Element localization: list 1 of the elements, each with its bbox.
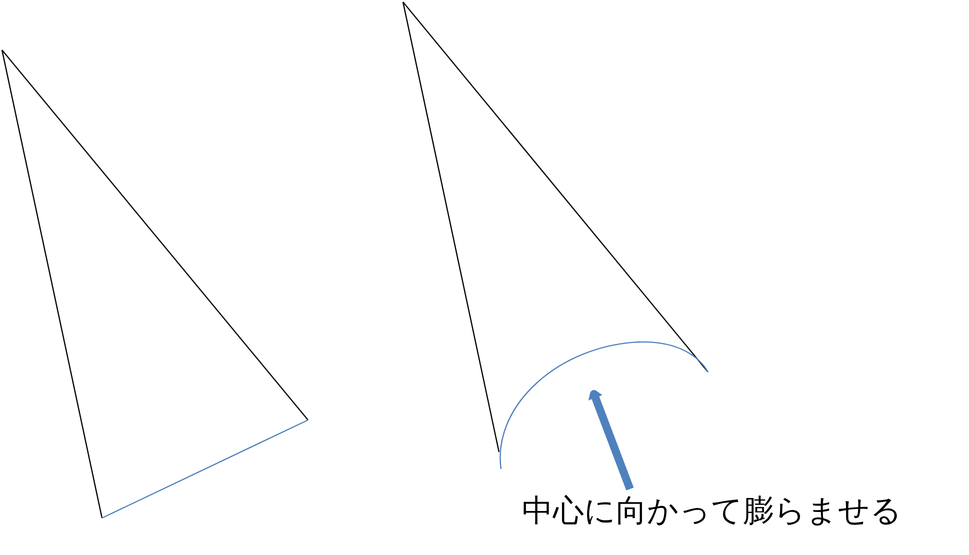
caption-text: 中心に向かって膨らませる [522,492,902,531]
